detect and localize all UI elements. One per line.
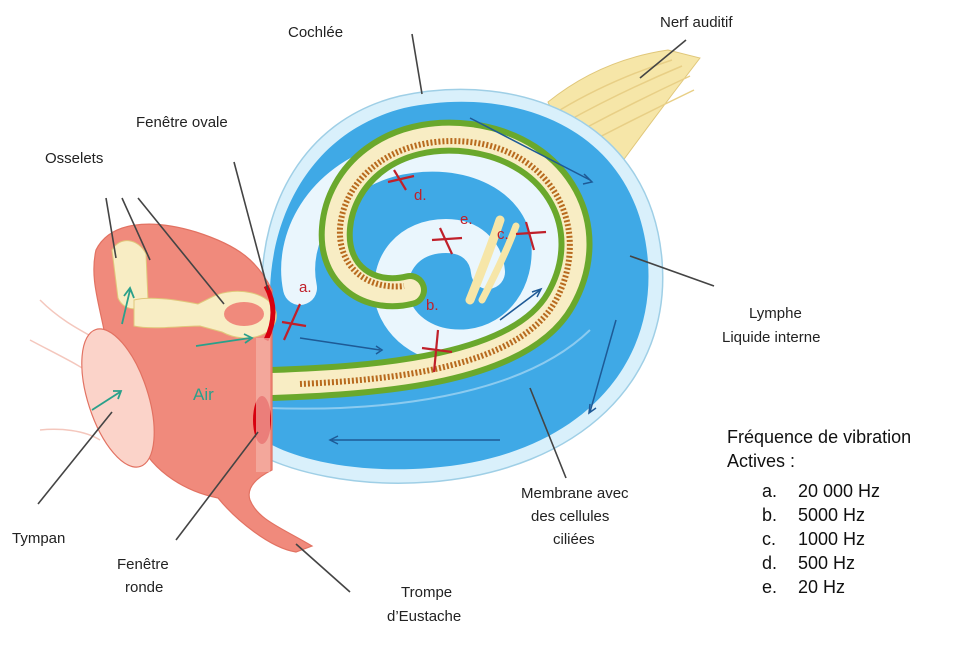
legend-value-e: 20 Hz [798,577,845,597]
label-membrane-3: ciliées [553,531,595,548]
marker-d: d. [414,187,427,204]
legend-title-2: Actives : [727,451,795,471]
label-fenetre-ronde-1: Fenêtre [117,556,169,573]
label-cochlee: Cochlée [288,24,343,41]
cochlea [262,89,663,483]
legend-value-a: 20 000 Hz [798,481,880,501]
legend-letter-d: d. [762,553,777,573]
legend-letter-c: c. [762,529,776,549]
label-fenetre-ovale: Fenêtre ovale [136,114,228,131]
marker-b: b. [426,297,439,314]
legend-letter-a: a. [762,481,777,501]
marker-e: e. [460,211,473,228]
legend-value-b: 5000 Hz [798,505,865,525]
label-membrane-1: Membrane avec [521,485,629,502]
label-air: Air [193,385,214,404]
legend-letter-b: b. [762,505,777,525]
legend-letter-e: e. [762,577,777,597]
label-liquide-interne: Liquide interne [722,329,820,346]
label-lymphe: Lymphe [749,305,802,322]
label-fenetre-ronde-2: ronde [125,579,163,596]
legend-title-1: Fréquence de vibration [727,427,911,447]
label-membrane-2: des cellules [531,508,609,525]
legend-value-d: 500 Hz [798,553,855,573]
label-trompe-2: d’Eustache [387,608,461,625]
label-osselets: Osselets [45,150,103,167]
marker-c: c. [497,226,509,243]
legend-value-c: 1000 Hz [798,529,865,549]
label-tympan: Tympan [12,530,65,547]
frequency-legend: Fréquence de vibration Actives : a. 20 0… [727,427,911,597]
marker-a: a. [299,279,312,296]
label-trompe-1: Trompe [401,584,452,601]
label-nerf-auditif: Nerf auditif [660,14,733,31]
